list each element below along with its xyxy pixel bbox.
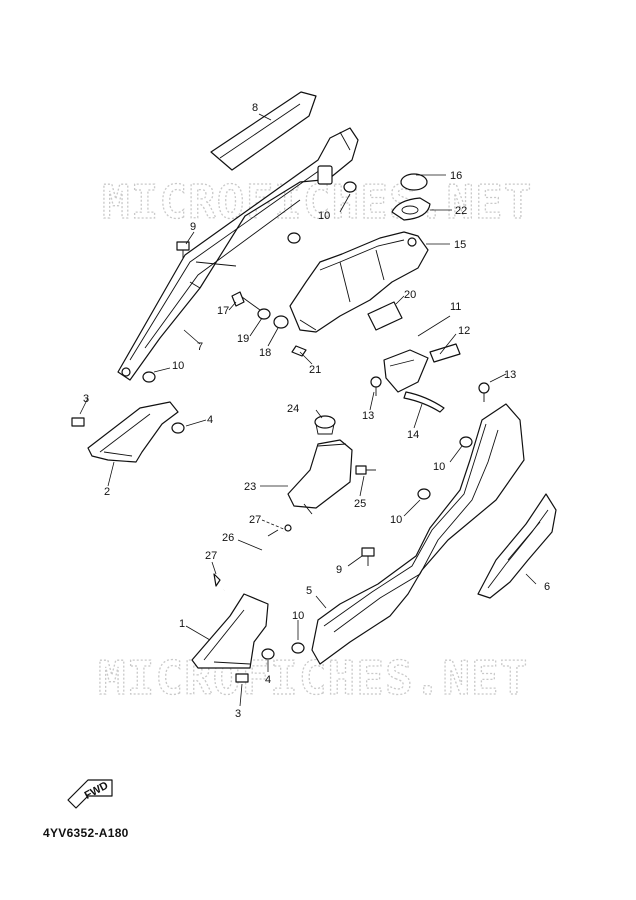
- fastener-4-a: [171, 422, 185, 434]
- part-25-bolt: [355, 465, 376, 475]
- fastener-3-b: [235, 673, 249, 683]
- callout-14: 14: [407, 429, 419, 441]
- callout-10-a: 10: [318, 210, 330, 222]
- callout-10-c: 10: [172, 360, 184, 372]
- fastener-4-b: [261, 648, 275, 660]
- part-23-reservoir: [287, 439, 353, 515]
- callout-21: 21: [309, 364, 321, 376]
- callout-12: 12: [458, 325, 470, 337]
- callout-23: 23: [244, 481, 256, 493]
- callout-15: 15: [454, 239, 466, 251]
- part-20-label: [367, 301, 403, 331]
- part-15-box: [289, 231, 429, 333]
- fastener-10-f: [291, 642, 305, 654]
- callout-26: 26: [222, 532, 234, 544]
- fastener-10-d: [459, 436, 473, 448]
- callout-17: 17: [217, 305, 229, 317]
- part-5-side-cover: [311, 403, 525, 665]
- callout-22: 22: [455, 205, 467, 217]
- part-16-cap: [400, 173, 428, 191]
- callout-9-b: 9: [336, 564, 342, 576]
- part-14-strip: [403, 391, 445, 413]
- callout-6: 6: [544, 581, 550, 593]
- part-6-emblem: [477, 493, 557, 599]
- callout-10-e: 10: [390, 514, 402, 526]
- fastener-10-e: [417, 488, 431, 500]
- part-17-bolt: [231, 291, 261, 311]
- fastener-13-a: [370, 376, 382, 396]
- callout-5: 5: [306, 585, 312, 597]
- callout-3-a: 3: [83, 393, 89, 405]
- part-12-label: [429, 343, 461, 363]
- callout-3-b: 3: [235, 708, 241, 720]
- callout-4-a: 4: [207, 414, 213, 426]
- part-22-grommet: [391, 197, 431, 221]
- callout-24: 24: [287, 403, 299, 415]
- callout-11: 11: [450, 301, 461, 313]
- callout-7: 7: [197, 341, 203, 353]
- callout-18: 18: [259, 347, 271, 359]
- watermark-top: MICROFICHES.NET: [102, 175, 532, 229]
- fwd-arrow-icon: FWD: [67, 779, 113, 809]
- callout-10-f: 10: [292, 610, 304, 622]
- callout-2: 2: [104, 486, 110, 498]
- fastener-3-a: [71, 417, 85, 427]
- callout-10-d: 10: [433, 461, 445, 473]
- part-26-hose: [222, 530, 286, 591]
- fastener-10-c: [142, 371, 156, 383]
- callout-1: 1: [179, 618, 185, 630]
- callout-25: 25: [354, 498, 366, 510]
- callout-27-a: 27: [249, 514, 261, 526]
- callout-13-a: 13: [362, 410, 374, 422]
- part-8-cover-strip: [210, 91, 317, 171]
- callout-13-b: 13: [504, 369, 516, 381]
- callout-20: 20: [404, 289, 416, 301]
- callout-8: 8: [252, 102, 258, 114]
- part-11-cover: [383, 349, 429, 393]
- callout-19: 19: [237, 333, 249, 345]
- diagram-code: 4YV6352-A180: [43, 826, 129, 840]
- fastener-13-b: [478, 382, 490, 402]
- part-7-frame-rail: [117, 127, 359, 381]
- callout-4-b: 4: [265, 674, 271, 686]
- part-19-collar: [257, 308, 271, 320]
- fastener-10-b: [287, 232, 301, 244]
- callout-27-b: 27: [205, 550, 217, 562]
- callout-16: 16: [450, 170, 462, 182]
- part-27-clip-b: [213, 573, 221, 587]
- fastener-9-b: [361, 547, 375, 566]
- part-27-clip-a: [284, 524, 292, 532]
- part-21-clip: [291, 345, 307, 357]
- callout-9-a: 9: [190, 221, 196, 233]
- watermark-bottom: MICROFICHES.NET: [98, 651, 528, 705]
- part-18-damper: [273, 315, 289, 329]
- fastener-10-a: [343, 181, 357, 193]
- part-1-bracket: [191, 593, 269, 669]
- part-2-bracket: [87, 401, 179, 463]
- part-24-cap: [314, 415, 336, 435]
